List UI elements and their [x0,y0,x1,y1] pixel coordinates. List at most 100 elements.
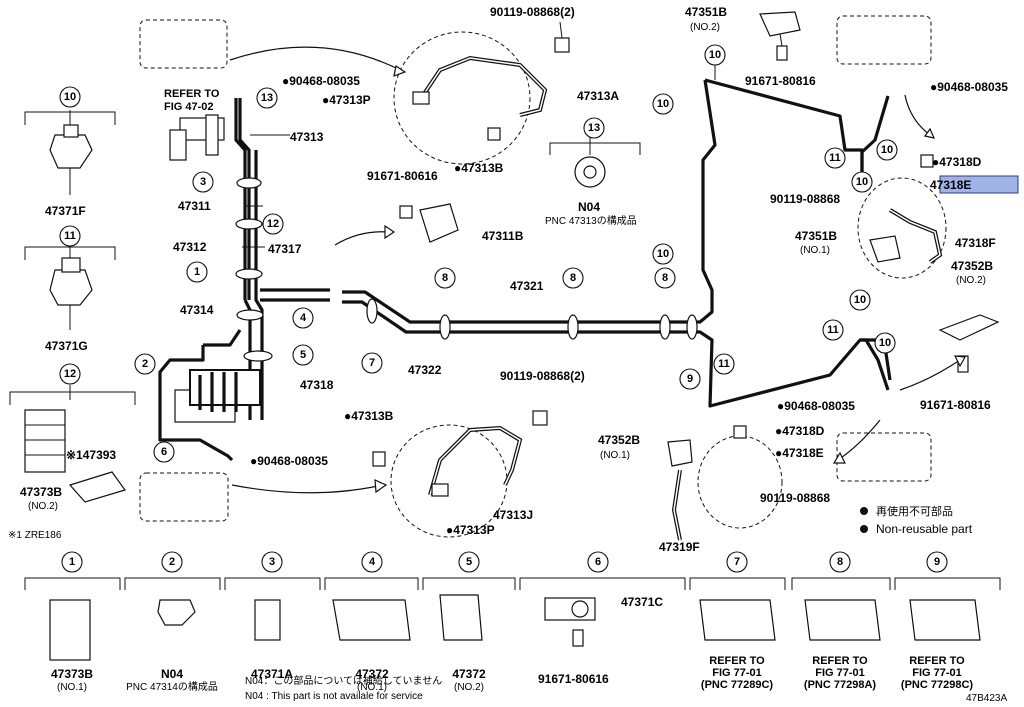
svg-text:11: 11 [64,230,76,242]
marker-6: 6 [153,441,175,463]
callout-8-number: 8 [837,556,843,568]
svg-text:12: 12 [267,218,279,230]
callout-8-part-line-0: REFER TO [812,655,868,667]
marker-8-a: 8 [434,267,456,289]
marker-10-h: 10 [874,332,896,354]
callout-9-part-line-1: FIG 77-01 [912,667,962,679]
l-47352b-bot: 47352B [598,433,640,447]
l-47318d-bot: ●47318D [775,424,825,438]
marker-4: 4 [292,307,314,329]
callout-8-part-line-2: (PNC 77298A) [804,679,876,691]
callout-9-part-line-2: (PNC 77298C) [901,679,973,691]
master-cylinder [169,114,225,161]
callout-5-sub: (NO.2) [454,682,484,693]
l-no1-bot: (NO.1) [600,450,630,461]
refer-line-1: REFER TO [164,88,220,100]
l-47322: 47322 [408,363,442,377]
l-47318e-top: 47318E [930,178,971,192]
refer-line-2: FIG 47-02 [164,101,214,113]
marker-12-a: 12 [59,363,81,385]
callout-13-pnc: PNC 47313の構成品 [545,214,637,227]
l-47314: 47314 [180,303,214,317]
l-no2-left: (NO.2) [28,501,58,512]
l-47351b-top: 47351B [685,5,727,19]
legend-en: Non-reusable part [876,522,973,536]
detail-circle-top [393,31,531,165]
callout-6-part: 47371C [621,595,663,609]
l-no2-r: (NO.2) [956,275,986,286]
callout-7-part-line-1: FIG 77-01 [712,667,762,679]
legend-jp: 再使用不可部品 [876,504,953,518]
l-47311: 47311 [178,199,211,213]
svg-text:13: 13 [588,122,600,134]
svg-text:2: 2 [142,358,148,370]
callout-9-circle [926,551,948,573]
l-91671-mid: 91671-80616 [367,169,438,183]
callout-1-circle [61,551,83,573]
bottom-clip-drawings [49,594,981,661]
abs-actuator [174,369,261,423]
svg-text:8: 8 [570,272,576,284]
hose-47319f [667,425,747,541]
callout-9-number: 9 [934,556,940,568]
marker-10-e: 10 [876,139,898,161]
l-47313p-bot: ●47313P [446,523,495,537]
marker-7: 7 [361,352,383,374]
svg-text:10: 10 [879,337,891,349]
vehicle-ref-box-br [836,432,932,482]
marker-1: 1 [186,261,208,283]
vehicle-ref-box-tl [139,19,228,69]
callout-4-number: 4 [369,556,376,568]
group-brackets [9,111,1001,590]
callout-5-part-line-0: 47372 [452,667,486,681]
callout-3-part-line-0: 47371A [251,667,293,681]
marker-11-d: 11 [713,353,735,375]
marker-10-g: 10 [849,289,871,311]
svg-text:1: 1 [194,266,200,278]
refer-to-fig-47-02: REFER TO FIG 47-02 [164,88,222,113]
detail-circle-rt [857,177,947,279]
callout-6-circle [587,551,609,573]
l-47393: ※147393 [66,448,116,462]
pipe-clamps [235,177,698,362]
detail-circle-bottom [390,424,508,538]
marker-3: 3 [192,171,214,193]
svg-text:10: 10 [709,49,721,61]
callout-2-number: 2 [169,556,175,568]
footnote: ※1 ZRE186 [8,530,62,541]
marker-8-b: 8 [562,267,584,289]
l-47318d-top: ●47318D [932,155,982,169]
hose-47313j [372,410,548,497]
marker-10-f: 10 [851,171,873,193]
callout-1-part-line-0: 47373B [51,667,93,681]
callout-1-number: 1 [69,556,75,568]
hose-47313a [412,37,570,141]
callout-9-part-line-0: REFER TO [909,655,965,667]
l-47312: 47312 [173,240,207,254]
callout-6-number: 6 [595,556,601,568]
bottom-notes: N04：この部品については補給していません N04 : This part is… [245,674,442,702]
marker-10-c: 10 [652,93,674,115]
l-47318e-bot: ●47318E [775,446,824,460]
callout-6-sub: 91671-80616 [538,672,609,686]
l-47373b-top: 47373B [20,485,62,499]
l-47313j: 47313J [493,508,533,522]
callout-5-circle [458,551,480,573]
l-90468-br: ●90468-08035 [777,399,855,413]
marker-11-a: 11 [59,225,81,247]
svg-text:5: 5 [300,349,306,361]
marker-13-a: 13 [256,87,278,109]
svg-text:4: 4 [300,312,307,324]
callout-8-circle [829,551,851,573]
svg-text:9: 9 [687,373,693,385]
vehicle-ref-box-tr [836,15,932,65]
marker-12-b: 12 [262,213,284,235]
l-47313a: 47313A [577,89,619,103]
clip-47371f [49,124,93,169]
marker-10-b: 10 [704,44,726,66]
svg-text:10: 10 [657,248,669,260]
l-91671-top: 91671-80816 [745,74,816,88]
l-47313b-top: ●47313B [454,161,504,175]
highlight-47318e[interactable] [939,175,1019,194]
l-47313p-top: ●47313P [322,93,371,107]
